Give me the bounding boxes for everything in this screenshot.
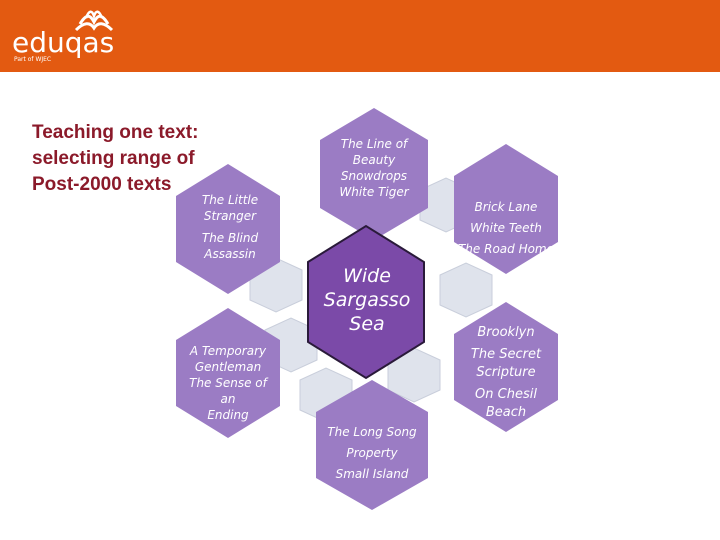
hex-upper-right-text: Brick Lane White Teeth The Road Home bbox=[456, 197, 556, 260]
book-icon bbox=[74, 10, 114, 32]
hex-upper-right bbox=[454, 144, 558, 274]
hex-bottom bbox=[316, 380, 428, 510]
hex-upper-left-line: Stranger bbox=[203, 209, 257, 223]
title-line-1: Teaching one text: bbox=[32, 122, 199, 143]
hex-lower-left-text: A Temporary Gentleman The Sense of an En… bbox=[180, 343, 276, 423]
center-line: Sargasso bbox=[323, 289, 411, 311]
center-line: Wide bbox=[343, 265, 391, 287]
hex-upper-left-line: The Blind bbox=[201, 231, 259, 245]
hex-lower-right-line: Scripture bbox=[476, 365, 536, 380]
hex-lower-right-text: Brooklyn The Secret Scripture On Chesil … bbox=[456, 324, 556, 422]
hex-bottom-text: The Long Song Property Small Island bbox=[322, 422, 422, 485]
slide-title: Teaching one text: selecting range of Po… bbox=[32, 120, 262, 198]
hex-top-line: Snowdrops bbox=[340, 169, 408, 183]
hex-lower-left bbox=[176, 308, 280, 438]
hex-lower-left-line: A Temporary bbox=[189, 344, 267, 358]
hex-lower-left-line: Gentleman bbox=[194, 360, 262, 374]
title-line-3: Post-2000 texts bbox=[32, 174, 172, 195]
hex-upper-left bbox=[176, 164, 280, 294]
header-bar: eduqas Part of WJEC bbox=[0, 0, 720, 72]
eduqas-logo: eduqas Part of WJEC bbox=[12, 8, 122, 68]
hex-upper-right-line: White Teeth bbox=[470, 221, 542, 235]
hex-upper-left-line: Assassin bbox=[204, 247, 256, 261]
hex-top-line: White Tiger bbox=[339, 185, 409, 199]
hex-upper-left-line: The Little bbox=[201, 193, 259, 207]
hex-bottom-line: The Long Song bbox=[327, 425, 417, 439]
hex-lower-right-line: Beach bbox=[485, 405, 527, 420]
hex-bottom-line: Property bbox=[346, 446, 398, 460]
logo-subtext: Part of WJEC bbox=[14, 56, 52, 63]
hex-upper-left-text: The Little Stranger The Blind Assassin bbox=[184, 192, 276, 262]
hex-top-line: The Line of bbox=[340, 137, 408, 151]
hex-upper-right-line: The Road Home bbox=[457, 242, 555, 256]
hex-lower-right-line: The Secret bbox=[470, 347, 542, 362]
hex-center bbox=[307, 224, 425, 380]
hex-lower-right bbox=[454, 302, 558, 432]
hex-top-text: The Line of Beauty Snowdrops White Tiger bbox=[326, 136, 422, 200]
hex-lower-right-line: On Chesil bbox=[475, 387, 537, 402]
hex-lower-right-line: Brooklyn bbox=[477, 325, 535, 340]
title-line-2: selecting range of bbox=[32, 148, 195, 169]
hex-bottom-line: Small Island bbox=[335, 467, 409, 481]
center-text: Wide Sargasso Sea bbox=[308, 264, 426, 336]
center-line: Sea bbox=[349, 313, 385, 335]
logo-text: eduqas bbox=[12, 26, 115, 59]
hex-lower-left-line: Ending bbox=[207, 408, 249, 422]
hex-top bbox=[320, 108, 428, 240]
hex-top-line: Beauty bbox=[352, 153, 396, 167]
connector-right bbox=[439, 262, 493, 318]
hex-lower-left-line: The Sense of an bbox=[189, 376, 267, 406]
hex-upper-right-line: Brick Lane bbox=[474, 200, 538, 214]
